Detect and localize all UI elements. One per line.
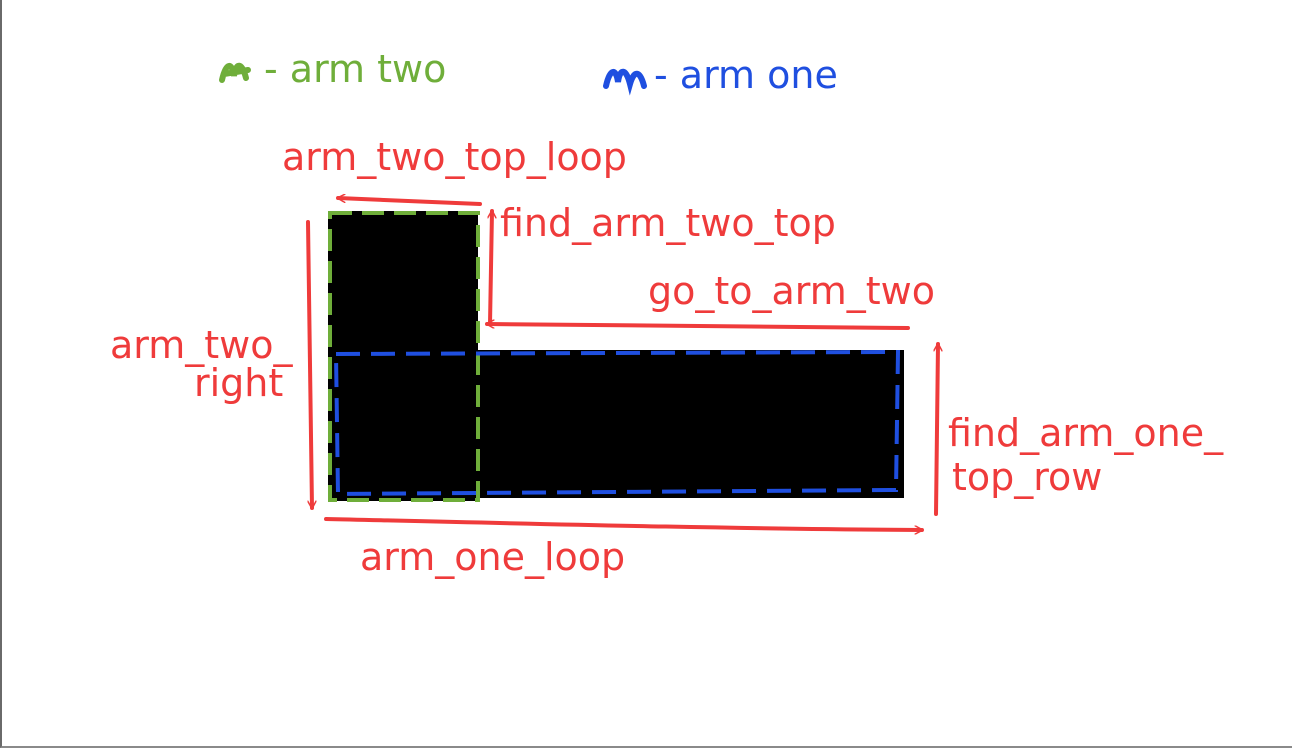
find-arm-one-top-row-arrow — [936, 342, 938, 516]
arm-one-legend-label: - arm one — [654, 53, 838, 97]
arm-two-dashed-outline — [328, 211, 480, 502]
go-to-arm-two-label: go_to_arm_two — [648, 269, 935, 313]
legend-arm-one: - arm one — [603, 53, 838, 97]
arm-one-legend-swatch — [603, 68, 647, 96]
arm-one-loop-arrow — [324, 517, 924, 530]
arm-two-top-loop-label: arm_two_top_loop — [282, 135, 627, 179]
find-arm-two-top-arrow — [490, 209, 492, 326]
arm-one-block — [328, 350, 904, 498]
arm-two-right-label-line1: arm_two_ — [110, 323, 293, 367]
legend-arm-two: - arm two — [219, 47, 446, 91]
find-arm-one-top-row-label-line1: find_arm_one_ — [948, 411, 1224, 455]
arm-two-right-arrow — [306, 220, 312, 510]
arm-one-loop-label: arm_one_loop — [360, 535, 625, 579]
arm-one-dashed-outline — [333, 349, 901, 497]
arm-two-right-label-line2: right — [194, 361, 283, 405]
arm-two-legend-label: - arm two — [264, 47, 446, 91]
go-to-arm-two-arrow — [485, 324, 910, 330]
find-arm-two-top-label: find_arm_two_top — [500, 201, 836, 245]
find-arm-one-top-row-label-line2: top_row — [952, 455, 1102, 499]
arm-two-legend-swatch — [219, 62, 251, 83]
arm-two-top-loop-arrow — [336, 198, 482, 206]
